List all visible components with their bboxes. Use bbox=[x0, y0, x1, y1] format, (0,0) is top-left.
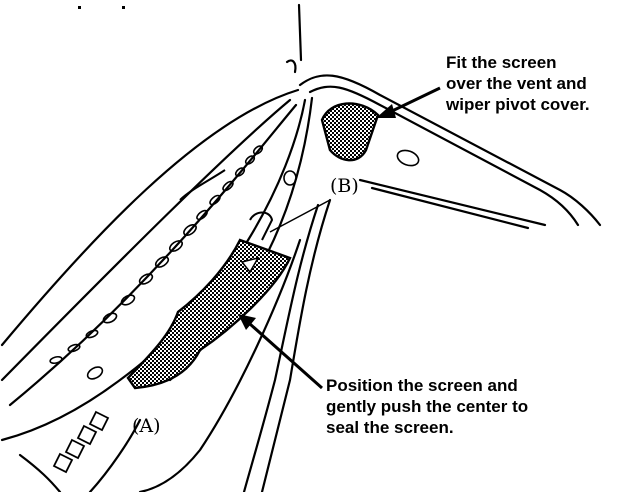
part-label-b: (B) bbox=[330, 175, 359, 197]
vent-screen-callout: Fit the screen over the vent and wiper p… bbox=[446, 52, 590, 115]
center-callout-arrowhead bbox=[238, 314, 256, 330]
vent-screen-callout-line: Fit the screen bbox=[446, 53, 557, 72]
vent-screen-callout-line: wiper pivot cover. bbox=[446, 95, 590, 114]
vent-screen-callout-line: over the vent and bbox=[446, 74, 587, 93]
center-screen-callout-line: Position the screen and bbox=[326, 376, 518, 395]
screen-b bbox=[320, 102, 380, 162]
center-screen-callout-line: seal the screen. bbox=[326, 418, 454, 437]
wiper-pivot bbox=[179, 169, 331, 241]
vent-perforations bbox=[49, 145, 420, 380]
center-screen-callout: Position the screen and gently push the … bbox=[326, 375, 528, 438]
side-vent-slots bbox=[52, 410, 110, 474]
callout-arrows bbox=[238, 86, 441, 390]
center-callout-arrow-line bbox=[249, 322, 323, 390]
center-screen-callout-line: gently push the center to bbox=[326, 397, 529, 416]
stray-marks bbox=[78, 6, 125, 9]
part-label-a: (A) bbox=[132, 415, 161, 437]
vent-callout-arrowhead bbox=[376, 104, 396, 118]
screen-a bbox=[126, 238, 292, 390]
vent-callout-arrow-line bbox=[389, 86, 441, 114]
